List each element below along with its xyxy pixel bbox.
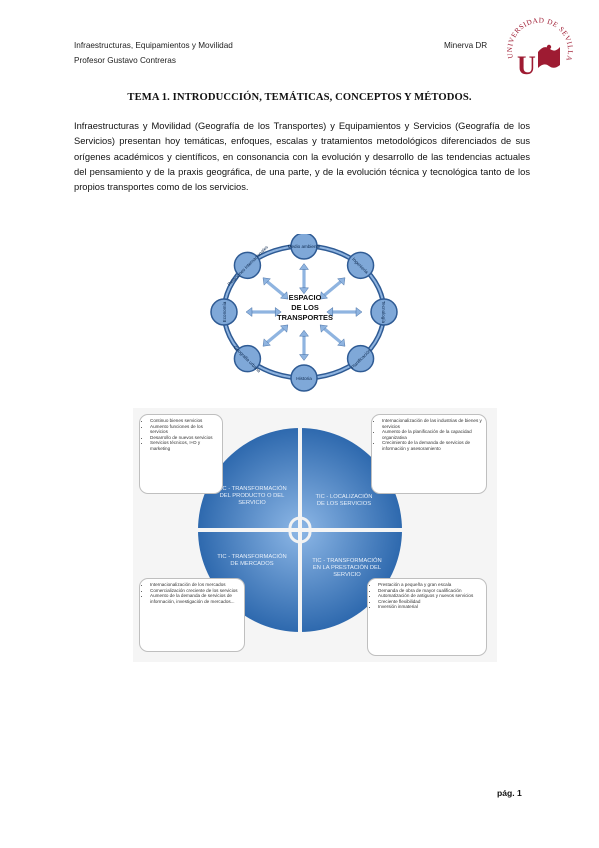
- diagram-arrows: [245, 263, 363, 361]
- diagram-arrow: [321, 279, 344, 298]
- diagram-arrow-head: [280, 291, 289, 300]
- box-bottom-right-list: Prestación a pequeña y gran escalaDemand…: [373, 582, 482, 610]
- diagram-arrow: [264, 326, 287, 345]
- box-bullet-item: Creciente flexibilidad: [378, 599, 482, 605]
- diagram-arrow-head: [299, 329, 309, 337]
- intro-paragraph: Infraestructuras y Movilidad (Geografía …: [74, 121, 530, 193]
- diagram-arrow-head: [299, 354, 309, 361]
- diagram-node-label: Tecnología: [381, 301, 386, 324]
- diagram-node-circle: [210, 298, 238, 326]
- quadrant-label-top-left: TIC - TRANSFORMACIÓN DEL PRODUCTO O DEL …: [217, 486, 287, 506]
- box-top-left-list: Continuo bienes serviciosAumento funcion…: [145, 418, 218, 452]
- diagram-node: Medio ambiente: [288, 234, 321, 260]
- diagram-node-circle: [233, 251, 262, 280]
- diagram-arrow-head: [337, 277, 346, 286]
- header-professor: Profesor Gustavo Contreras: [74, 56, 176, 65]
- diagram-node: Economía: [210, 298, 238, 326]
- diagram-arrow-head: [245, 307, 253, 317]
- box-bullet-item: Demanda de obra de mayor cualificación: [378, 588, 482, 594]
- logo-emblem-shape: [538, 47, 560, 68]
- diagram-node-circle: [233, 344, 262, 373]
- box-bottom-right: Prestación a pequeña y gran escalaDemand…: [367, 578, 487, 656]
- diagram-node-circle: [290, 364, 318, 392]
- box-bullet-item: Servicios técnicos, I+D y marketing: [150, 440, 218, 451]
- diagram-arrow-head: [355, 307, 363, 317]
- diagram-center-line-2: DE LOS: [291, 303, 319, 312]
- tic-cycle-arrow-bottom: [288, 531, 312, 544]
- diagram-node: Planificación: [346, 344, 375, 373]
- tic-diagram: TIC - TRANSFORMACIÓN DEL PRODUCTO O DEL …: [133, 408, 497, 662]
- document-title: TEMA 1. INTRODUCCIÓN, TEMÁTICAS, CONCEPT…: [127, 92, 472, 103]
- box-bullet-item: Prestación a pequeña y gran escala: [378, 582, 482, 588]
- diagram-center-line-1: ESPACIO: [289, 293, 322, 302]
- box-bullet-item: Comercialización creciente de los servic…: [150, 588, 240, 594]
- diagram-node-circle: [370, 298, 398, 326]
- quadrant-label-bottom-right: TIC - TRANSFORMACIÓN EN LA PRESTACIÓN DE…: [312, 558, 382, 578]
- quadrant-label-top-right: TIC - LOCALIZACIÓN DE LOS SERVICIOS: [315, 494, 373, 507]
- diagram-node: Tecnología: [370, 298, 398, 326]
- diagram-node-circle: [290, 234, 318, 260]
- diagram-arrow-head: [262, 277, 271, 286]
- logo-monogram: U: [517, 51, 536, 80]
- box-bullet-item: Desarrollo de nuevos servicios: [150, 435, 218, 441]
- box-bullet-item: Automatización de antiguos y nuevos serv…: [378, 593, 482, 599]
- box-top-left: Continuo bienes serviciosAumento funcion…: [139, 414, 223, 494]
- box-top-right: Internacionalización de las industrias d…: [371, 414, 487, 494]
- box-bottom-left: Internacionalización de los mercadosCome…: [139, 578, 245, 652]
- diagram-node-label: Historia: [296, 376, 312, 381]
- diagram-arrow-head: [274, 307, 282, 317]
- university-logo: UNIVERSIDAD DE SEVILLA U: [506, 16, 574, 80]
- header-right: Minerva DR: [444, 41, 488, 50]
- box-bullet-item: Continuo bienes servicios: [150, 418, 218, 424]
- box-bullet-item: Internacionalización de las industrias d…: [382, 418, 482, 429]
- diagram-arrow-head: [326, 307, 334, 317]
- logo-emblem-dot: [546, 44, 552, 50]
- diagram-node-label: Relaciones internacionales: [227, 244, 270, 287]
- box-bullet-item: Aumento funciones de los servicios: [150, 424, 218, 435]
- diagram-arrow-head: [299, 287, 309, 295]
- diagram-node: Geografía urbana: [233, 345, 262, 374]
- page-number: pág. 1: [497, 788, 522, 798]
- diagram-node-label: Economía: [222, 301, 227, 322]
- diagram-arrow-head: [262, 338, 271, 347]
- diagram-node: Historia: [290, 364, 318, 392]
- diagram-node-circle: [346, 344, 375, 373]
- quadrant-label-bottom-left: TIC - TRANSFORMACIÓN DE MERCADOS: [217, 554, 287, 567]
- diagram-center-line-3: TRANSPORTES: [277, 313, 333, 322]
- box-bullet-item: Internacionalización de los mercados: [150, 582, 240, 588]
- header-course: Infraestructuras, Equipamientos y Movili…: [74, 41, 233, 50]
- diagram-arrow-head: [299, 263, 309, 270]
- diagram-node-circle: [346, 251, 375, 280]
- diagram-node: Relaciones internacionales: [227, 244, 270, 287]
- diagram-arrow-head: [319, 291, 328, 300]
- box-bottom-left-list: Internacionalización de los mercadosCome…: [145, 582, 240, 604]
- diagram-arrow-head: [337, 338, 346, 347]
- diagram-arrow: [264, 279, 287, 298]
- transport-space-diagram: Medio ambienteIngenieríaTecnologíaPlanif…: [210, 234, 398, 392]
- diagram-arrow: [321, 326, 344, 345]
- tic-cycle-arrow-top: [288, 516, 312, 529]
- diagram-arrow-head: [280, 324, 289, 333]
- box-bullet-item: Crecimiento de la demanda de servicios d…: [382, 440, 482, 451]
- diagram-arrow-head: [319, 324, 328, 333]
- box-bullet-item: Inversión inmaterial: [378, 604, 482, 610]
- tic-diagram-graphic: [196, 426, 404, 634]
- diagram-node-label: Medio ambiente: [288, 244, 321, 249]
- box-bullet-item: Aumento de la planificación de la capaci…: [382, 429, 482, 440]
- box-top-right-list: Internacionalización de las industrias d…: [377, 418, 482, 452]
- diagram-node: Ingeniería: [346, 251, 375, 280]
- box-bullet-item: Aumento de la demanda de servicios de in…: [150, 593, 240, 604]
